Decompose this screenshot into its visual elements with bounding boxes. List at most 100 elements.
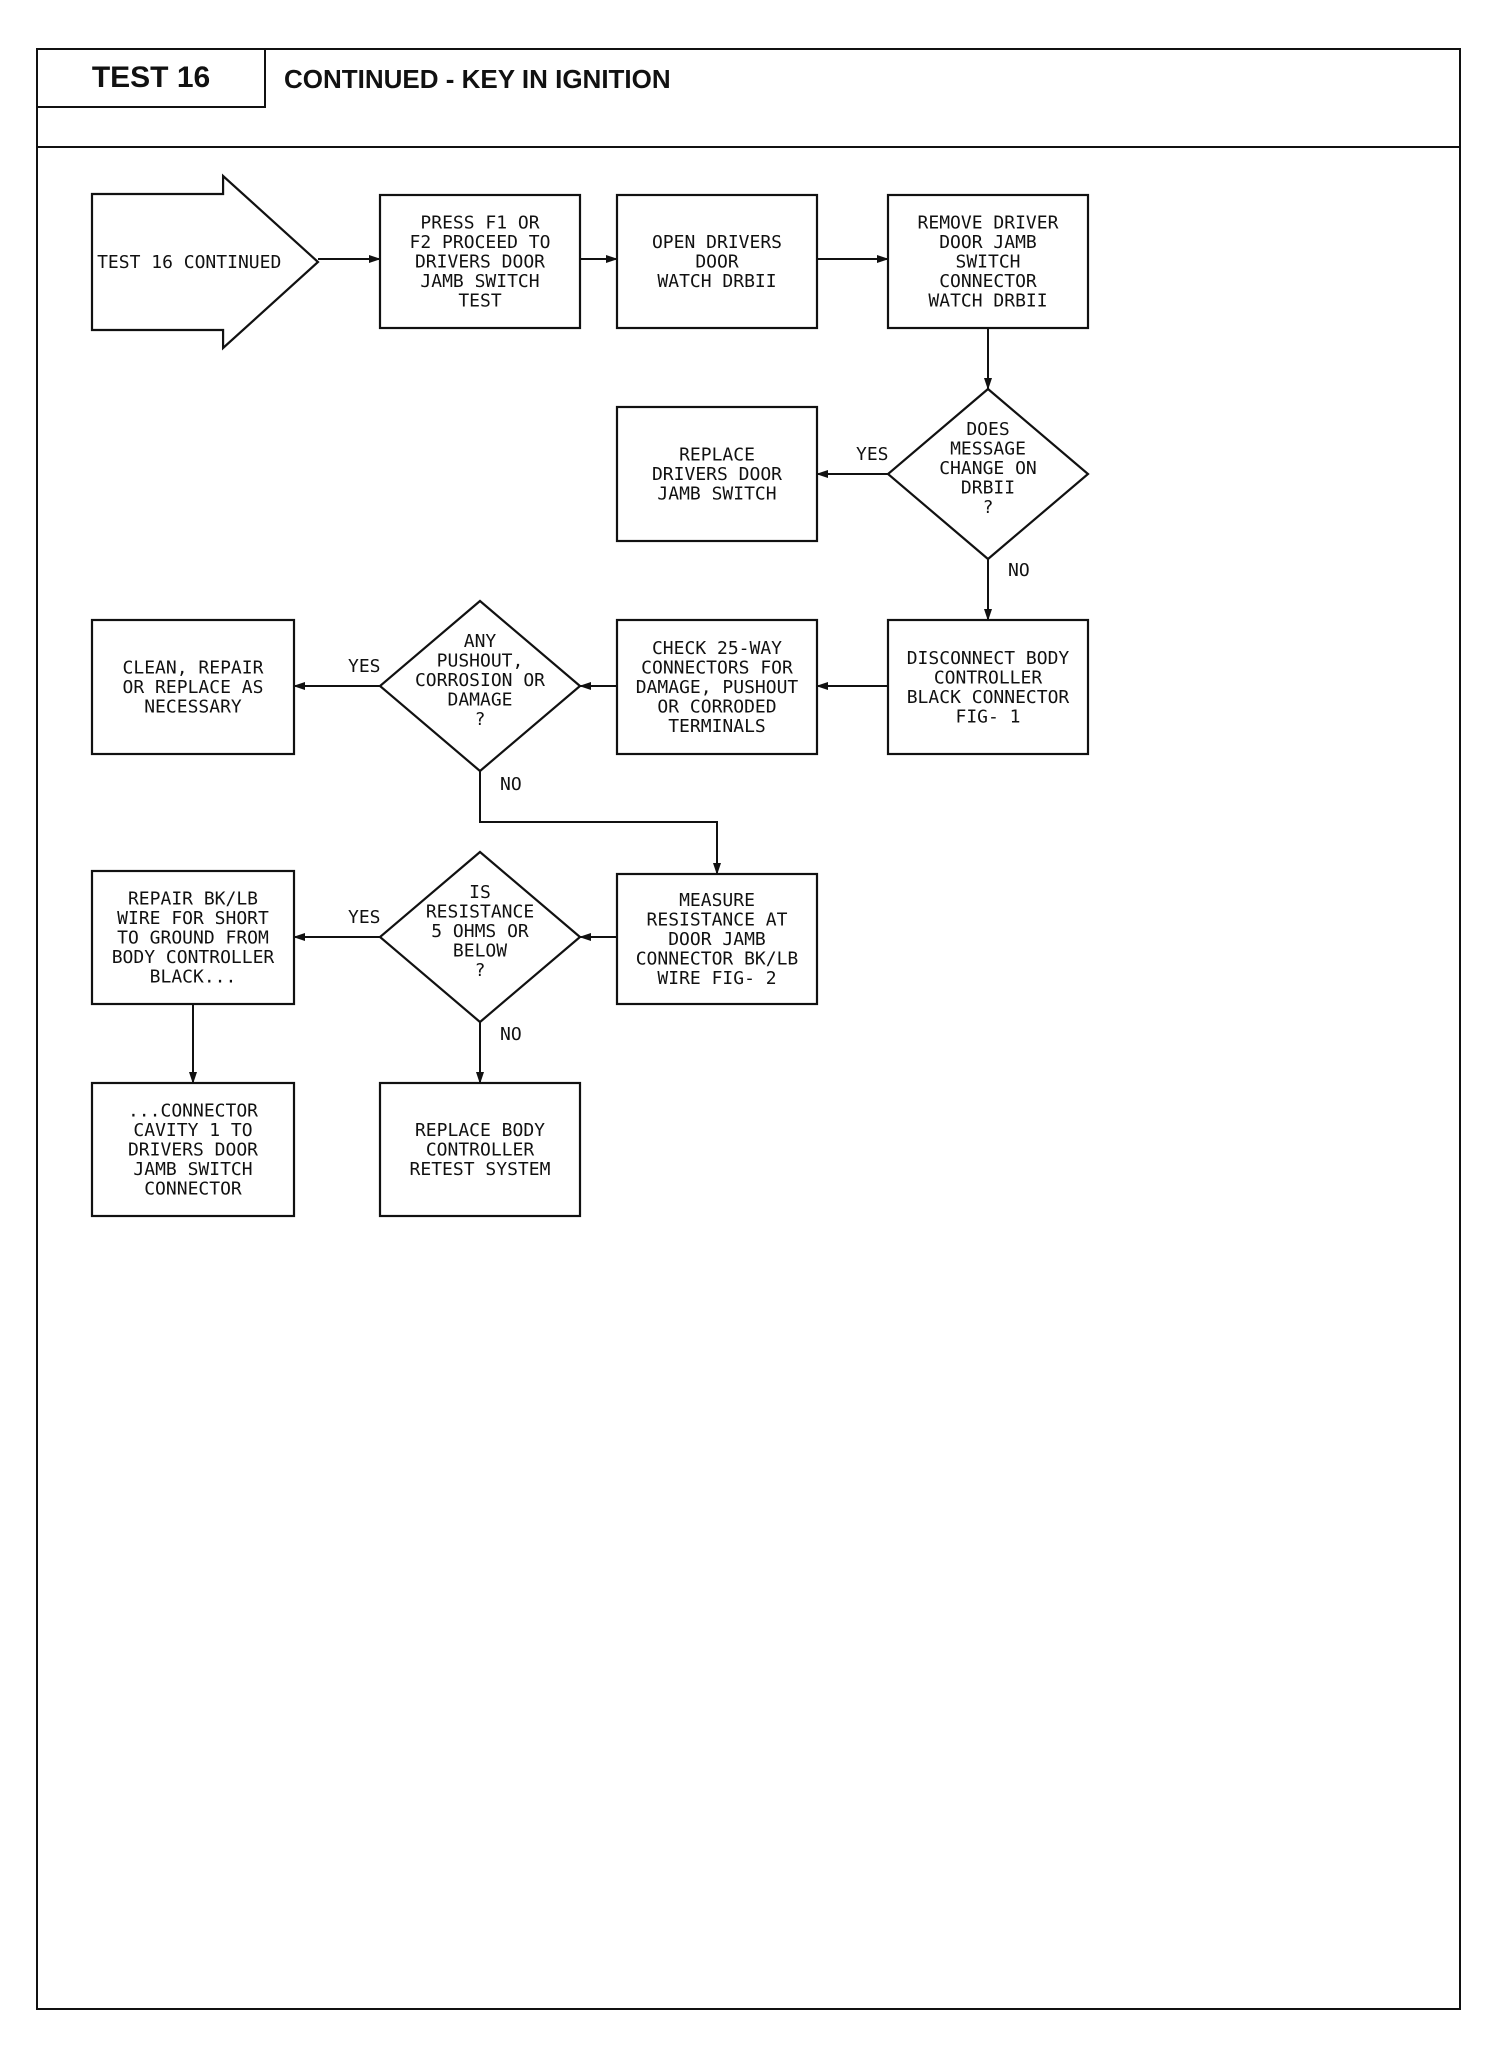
node-text-line: RESISTANCE AT — [647, 910, 788, 931]
node-text-line: DRIVERS DOOR — [128, 1140, 258, 1161]
process-box — [886, 618, 1090, 756]
decision-diamond — [378, 850, 582, 1024]
node-text-line: OPEN DRIVERS — [652, 232, 782, 253]
process-box — [378, 1081, 582, 1218]
node-text-line: REPLACE BODY — [415, 1120, 545, 1141]
edge-any-pushout-to-measure-resistance — [479, 771, 721, 875]
node-text-line: CLEAN, REPAIR — [123, 658, 264, 679]
node-text-line: CORROSION OR — [415, 670, 545, 691]
node-text-line: TEST — [458, 291, 502, 312]
node-text-line: CONTROLLER — [426, 1140, 535, 1161]
node-text-line: FIG- 1 — [955, 706, 1020, 727]
node-text-line: DOES — [966, 419, 1009, 440]
node-text-line: CHECK 25-WAY — [652, 638, 782, 659]
node-start: TEST 16 CONTINUED — [90, 173, 320, 351]
node-text-line: DRIVERS DOOR — [415, 252, 545, 273]
node-text-line: CAVITY 1 TO — [133, 1120, 252, 1141]
node-text-line: PUSHOUT, — [437, 651, 524, 672]
node-text-line: TERMINALS — [668, 716, 766, 737]
node-text-line: ...CONNECTOR — [128, 1101, 258, 1122]
node-text-line: REPAIR BK/LB — [128, 889, 258, 910]
edge-label-no: NO — [1008, 560, 1030, 581]
node-text-line: CONNECTORS FOR — [641, 658, 793, 679]
node-text-line: DAMAGE — [447, 690, 512, 711]
page-frame — [36, 48, 1461, 2010]
node-text-line: 5 OHMS OR — [431, 921, 529, 942]
node-text-line: RESISTANCE — [426, 902, 534, 923]
node-text-line: DOOR JAMB — [668, 929, 766, 950]
node-text-line: DRIVERS DOOR — [652, 464, 782, 485]
node-text-line: ? — [475, 960, 486, 981]
node-text-line: BELOW — [453, 941, 507, 962]
node-text-line: DRBII — [961, 478, 1015, 499]
process-box — [90, 618, 296, 756]
node-text-line: ? — [983, 497, 994, 518]
node-text-line: IS — [469, 882, 491, 903]
node-text-line: ? — [475, 709, 486, 730]
test-number-label: TEST 16 — [38, 50, 266, 108]
node-text-line: ANY — [464, 631, 497, 652]
node-text-line: JAMB SWITCH — [657, 484, 776, 505]
edge-label-no: NO — [500, 774, 522, 795]
node-text-line: CONNECTOR BK/LB — [636, 949, 799, 970]
process-box — [615, 872, 819, 1006]
node-text-line: CHANGE ON — [939, 458, 1037, 479]
node-text-line: NECESSARY — [144, 697, 242, 718]
node-text-line: CONNECTOR — [144, 1179, 242, 1200]
node-text-line: CONNECTOR — [939, 271, 1037, 292]
node-text-line: DOOR JAMB — [939, 232, 1037, 253]
edge-label-yes: YES — [348, 656, 381, 677]
process-box — [378, 193, 582, 330]
node-text-line: JAMB SWITCH — [133, 1159, 252, 1180]
page-title: CONTINUED - KEY IN IGNITION — [284, 63, 671, 94]
node-text-line: WIRE FIG- 2 — [657, 968, 776, 989]
node-text-line: OR REPLACE AS — [123, 677, 264, 698]
node-text-line: BLACK... — [150, 967, 237, 988]
edge-label-yes: YES — [348, 907, 381, 928]
node-text-line: DAMAGE, PUSHOUT — [636, 677, 799, 698]
node-text-line: RETEST SYSTEM — [410, 1159, 551, 1180]
process-box — [886, 193, 1090, 330]
edge-label-no: NO — [500, 1024, 522, 1045]
process-box — [615, 193, 819, 330]
node-text-line: JAMB SWITCH — [420, 271, 539, 292]
decision-diamond — [378, 599, 582, 773]
process-box — [615, 405, 819, 543]
node-text-line: BLACK CONNECTOR — [907, 687, 1070, 708]
process-box — [90, 869, 296, 1006]
start-block-arrow — [90, 173, 320, 351]
node-text-line: WATCH DRBII — [928, 291, 1047, 312]
node-text-line: F2 PROCEED TO — [410, 232, 551, 253]
decision-diamond — [886, 387, 1090, 561]
node-text-line: BODY CONTROLLER — [112, 947, 275, 968]
node-text-line: WATCH DRBII — [657, 271, 776, 292]
node-text-line: TEST 16 CONTINUED — [97, 252, 281, 273]
node-text-line: SWITCH — [955, 252, 1020, 273]
node-text-line: REMOVE DRIVER — [918, 213, 1059, 234]
node-text-line: WIRE FOR SHORT — [117, 908, 269, 929]
node-text-line: REPLACE — [679, 445, 755, 466]
node-text-line: CONTROLLER — [934, 667, 1043, 688]
node-text-line: MESSAGE — [950, 439, 1026, 460]
node-text-line: TO GROUND FROM — [117, 928, 269, 949]
node-text-line: OR CORRODED — [657, 697, 776, 718]
node-text-line: DISCONNECT BODY — [907, 648, 1070, 669]
header-row — [36, 48, 1461, 148]
process-box — [615, 618, 819, 756]
edge-label-yes: YES — [856, 444, 889, 465]
